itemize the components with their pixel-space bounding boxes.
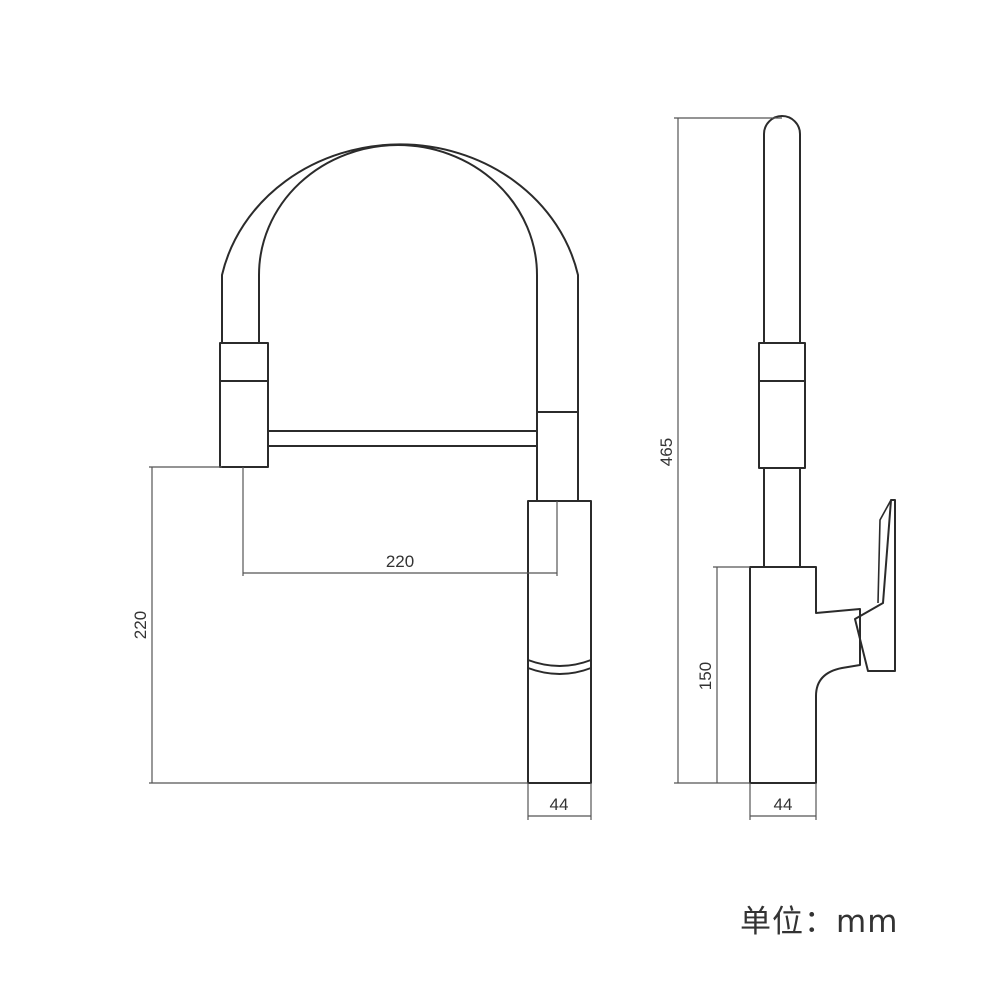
side-spout-tube (763, 115, 801, 344)
spout-arch (221, 143, 579, 413)
spray-head-ring (219, 342, 269, 382)
faucet-body-joint (527, 659, 592, 675)
side-base-width-label: 44 (774, 795, 793, 814)
side-spray-ring (758, 342, 806, 382)
total-height-label: 465 (657, 438, 676, 466)
front-base-width-dimension: 44 (527, 783, 592, 820)
holder-bar (267, 430, 538, 447)
faucet-body (527, 500, 592, 784)
spray-head (219, 380, 269, 468)
side-lever-handle-face (877, 499, 892, 604)
side-base-width-dimension: 44 (749, 783, 817, 820)
reach-dimension-label: 220 (386, 552, 414, 571)
body-height-label: 150 (696, 662, 715, 690)
side-faucet-body (749, 566, 861, 784)
spout-collar (536, 411, 579, 502)
front-view: 220 220 44 (131, 143, 592, 820)
front-base-width-label: 44 (550, 795, 569, 814)
side-view: 465 150 44 (657, 115, 896, 820)
height-dimension-label: 220 (131, 611, 150, 639)
body-height-dimension: 150 (696, 566, 750, 783)
reach-dimension: 220 (242, 467, 558, 576)
side-spray-head (758, 380, 806, 469)
side-lower-tube (763, 467, 801, 568)
height-dimension: 220 (131, 466, 528, 784)
unit-label: 单位：mm (740, 904, 899, 940)
side-lever-handle (854, 499, 896, 672)
total-height-dimension: 465 (657, 117, 782, 784)
